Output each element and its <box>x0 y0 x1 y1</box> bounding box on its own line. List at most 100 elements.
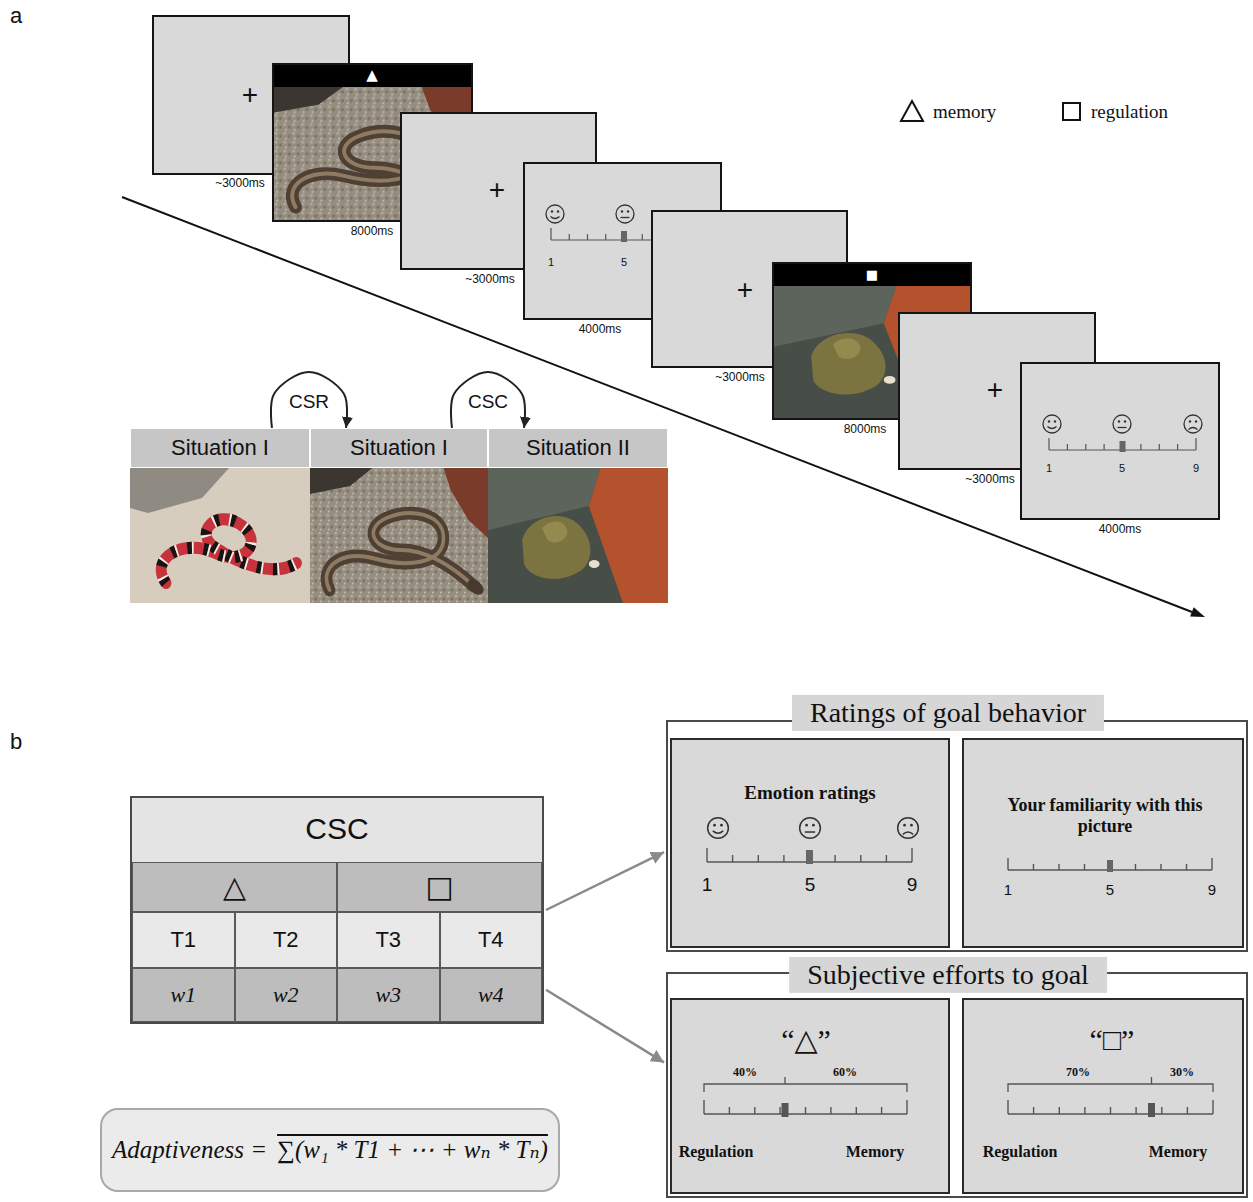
goal-cue: ■ <box>866 268 878 283</box>
text-holder: △ <box>223 870 246 905</box>
text-holder: 5 <box>805 874 816 896</box>
text-holder: T3 <box>375 927 401 952</box>
percent-label: 60% <box>833 1066 857 1080</box>
rating-scale <box>1107 860 1113 872</box>
weight-label: w1 <box>170 982 196 1007</box>
scale-number: 5 <box>1119 462 1125 475</box>
percent-label: 70% <box>1066 1066 1090 1080</box>
rating-scale <box>1113 415 1131 433</box>
rating-scale <box>898 818 919 839</box>
scale-number: 1 <box>1004 881 1012 898</box>
text-holder: ~3000ms <box>215 177 265 191</box>
scale-end-label: Regulation <box>679 1143 754 1161</box>
text-holder: CSC <box>305 812 368 847</box>
text-holder: + <box>489 174 505 206</box>
goal-cue: ▲ <box>366 67 378 84</box>
text-holder: Regulation <box>679 1143 754 1161</box>
scale-number: 9 <box>1208 881 1216 898</box>
text-holder: 4000ms <box>1099 523 1142 537</box>
scale-number: 1 <box>548 256 554 269</box>
formula-text: ∑(w₁ * T1 + ⋯ + wₙ * Tₙ) <box>277 1136 548 1165</box>
rating-scale <box>1120 441 1126 452</box>
response-screen: Emotion ratings159 <box>670 738 950 948</box>
situation-photos <box>130 468 668 603</box>
situation-photos <box>130 468 310 603</box>
legend-symbols <box>1063 103 1080 120</box>
text-holder: Ratings of goal behavior <box>792 695 1104 731</box>
table-cell: w1 <box>132 968 235 1022</box>
table-cell: T1 <box>132 912 235 968</box>
text-holder: Situation II <box>526 435 630 460</box>
goal-symbol: “△” <box>781 1023 831 1058</box>
trial-label: T3 <box>375 927 401 952</box>
text-holder: Regulation <box>983 1143 1058 1161</box>
text-holder: Your familiarity with this picture <box>990 795 1220 836</box>
table-cell: w4 <box>440 968 543 1022</box>
rating-screen: 1594000ms <box>1020 362 1220 520</box>
situation-label: Situation I <box>350 435 448 460</box>
text-holder: 30% <box>1170 1066 1194 1080</box>
duration-label: ~3000ms <box>715 371 765 385</box>
situation-photos <box>488 468 668 603</box>
situation-band: Situation I <box>310 428 488 468</box>
formula-box: Adaptiveness = ∑(w₁ * T1 + ⋯ + wₙ * Tₙ) <box>100 1108 560 1192</box>
effort-scale <box>782 1103 789 1117</box>
text-holder: 9 <box>1193 462 1199 475</box>
text-holder: 5 <box>1119 462 1125 475</box>
text-holder: Emotion ratings <box>744 782 875 804</box>
text-holder: T1 <box>170 927 196 952</box>
text-holder: CSC <box>466 391 510 413</box>
text-holder: w3 <box>375 982 401 1007</box>
text-holder: + <box>987 374 1003 406</box>
scale-number: 9 <box>907 874 918 896</box>
picture-stimulus <box>774 264 970 286</box>
situation-photos <box>310 468 488 603</box>
weight-label: w4 <box>478 982 504 1007</box>
edge-label: CSC <box>466 391 510 413</box>
rating-scale <box>1184 415 1202 433</box>
situation-band: Situation II <box>488 428 668 468</box>
effort-scale <box>1148 1103 1155 1117</box>
trial-label: T2 <box>273 927 299 952</box>
text-holder: 8000ms <box>351 225 394 239</box>
rating-scale <box>800 818 821 839</box>
table-cell: □ <box>337 862 542 912</box>
rating-scale <box>546 205 564 223</box>
table-cell: w2 <box>235 968 338 1022</box>
scale-number: 5 <box>805 874 816 896</box>
scale-end-label: Regulation <box>983 1143 1058 1161</box>
picture-stimulus <box>274 65 471 87</box>
text-holder: 1 <box>548 256 554 269</box>
rating-scale <box>1043 415 1061 433</box>
text-holder: Subjective efforts to goal <box>789 957 1107 993</box>
text-holder: □ <box>425 870 453 905</box>
formula-text: Adaptiveness = <box>112 1136 267 1165</box>
panel-title: Subjective efforts to goal <box>789 957 1107 993</box>
connector-arrow <box>546 852 664 910</box>
text-holder: a <box>10 3 22 28</box>
text-holder: 40% <box>733 1066 757 1080</box>
trial-label: T1 <box>170 927 196 952</box>
text-holder: 1 <box>1046 462 1052 475</box>
rating-scale <box>707 848 912 862</box>
rating-scale <box>1008 858 1212 870</box>
connector-arrow <box>271 372 347 428</box>
text-holder: 8000ms <box>844 423 887 437</box>
text-holder: 60% <box>833 1066 857 1080</box>
panel-letter: b <box>10 729 22 754</box>
text-holder: w1 <box>170 982 196 1007</box>
text-holder: T4 <box>478 927 504 952</box>
text-holder: memory <box>933 101 996 123</box>
rating-scale <box>621 231 627 242</box>
effort-scale <box>704 1100 907 1114</box>
scale-number: 9 <box>1193 462 1199 475</box>
text-holder: T2 <box>273 927 299 952</box>
scale-number: 5 <box>1106 881 1114 898</box>
duration-label: ~3000ms <box>965 473 1015 487</box>
text-holder: 1 <box>1004 881 1012 898</box>
panel-frame: “△”40%60%RegulationMemory “□”70%30%Regul… <box>666 972 1248 1198</box>
timeline-arrow <box>1190 607 1205 617</box>
rating-scale <box>708 818 729 839</box>
text-holder: + <box>242 79 258 111</box>
